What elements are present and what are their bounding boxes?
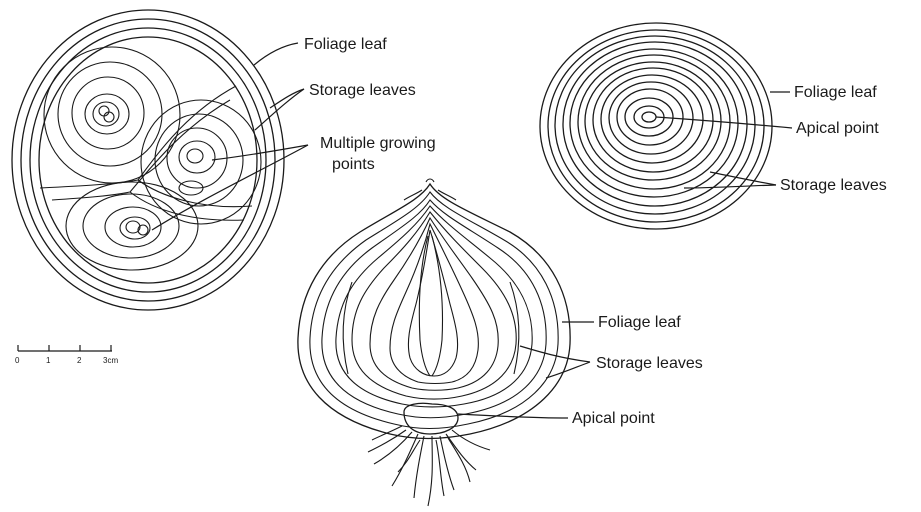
- apical-point: [642, 112, 656, 122]
- leader-foliage-leaf: [254, 43, 298, 65]
- scale-bar: 0 1 2 3cm: [15, 345, 118, 365]
- growing-point-lower: [66, 182, 198, 270]
- storage-ring: [21, 19, 275, 301]
- leader-apical-point: [458, 414, 568, 418]
- label-storage-leaves: Storage leaves: [596, 355, 703, 372]
- leader-storage-leaves: [270, 89, 304, 108]
- label-apical-point: Apical point: [796, 120, 879, 137]
- cross-section-multiple-growing-points: Foliage leaf Storage leaves Multiple gro…: [12, 10, 436, 310]
- scale-tick-label: 0: [15, 356, 20, 365]
- label-multiple-growing-points-line2: points: [332, 156, 375, 173]
- scale-tick-label: 1: [46, 356, 51, 365]
- outer-foliage-ring: [540, 23, 772, 229]
- label-foliage-leaf: Foliage leaf: [794, 84, 877, 101]
- scale-tick-label: 3cm: [103, 356, 118, 365]
- label-storage-leaves: Storage leaves: [780, 177, 887, 194]
- leader-storage-leaves: [546, 362, 590, 378]
- sector-boundary: [40, 86, 236, 188]
- label-foliage-leaf: Foliage leaf: [304, 36, 387, 53]
- scale-tick-label: 2: [77, 356, 82, 365]
- growing-point-right: [141, 100, 261, 224]
- label-foliage-leaf: Foliage leaf: [598, 314, 681, 331]
- label-apical-point: Apical point: [572, 410, 655, 427]
- neck-tip: [426, 179, 434, 182]
- storage-ring: [39, 37, 257, 283]
- label-multiple-growing-points: Multiple growing: [320, 135, 436, 152]
- basal-plate-apical-point: [404, 403, 458, 434]
- cross-section-single-apical-point: Foliage leaf Apical point Storage leaves: [540, 23, 887, 229]
- storage-ring: [30, 28, 266, 292]
- sector-boundary: [52, 100, 230, 200]
- label-storage-leaves: Storage leaves: [309, 82, 416, 99]
